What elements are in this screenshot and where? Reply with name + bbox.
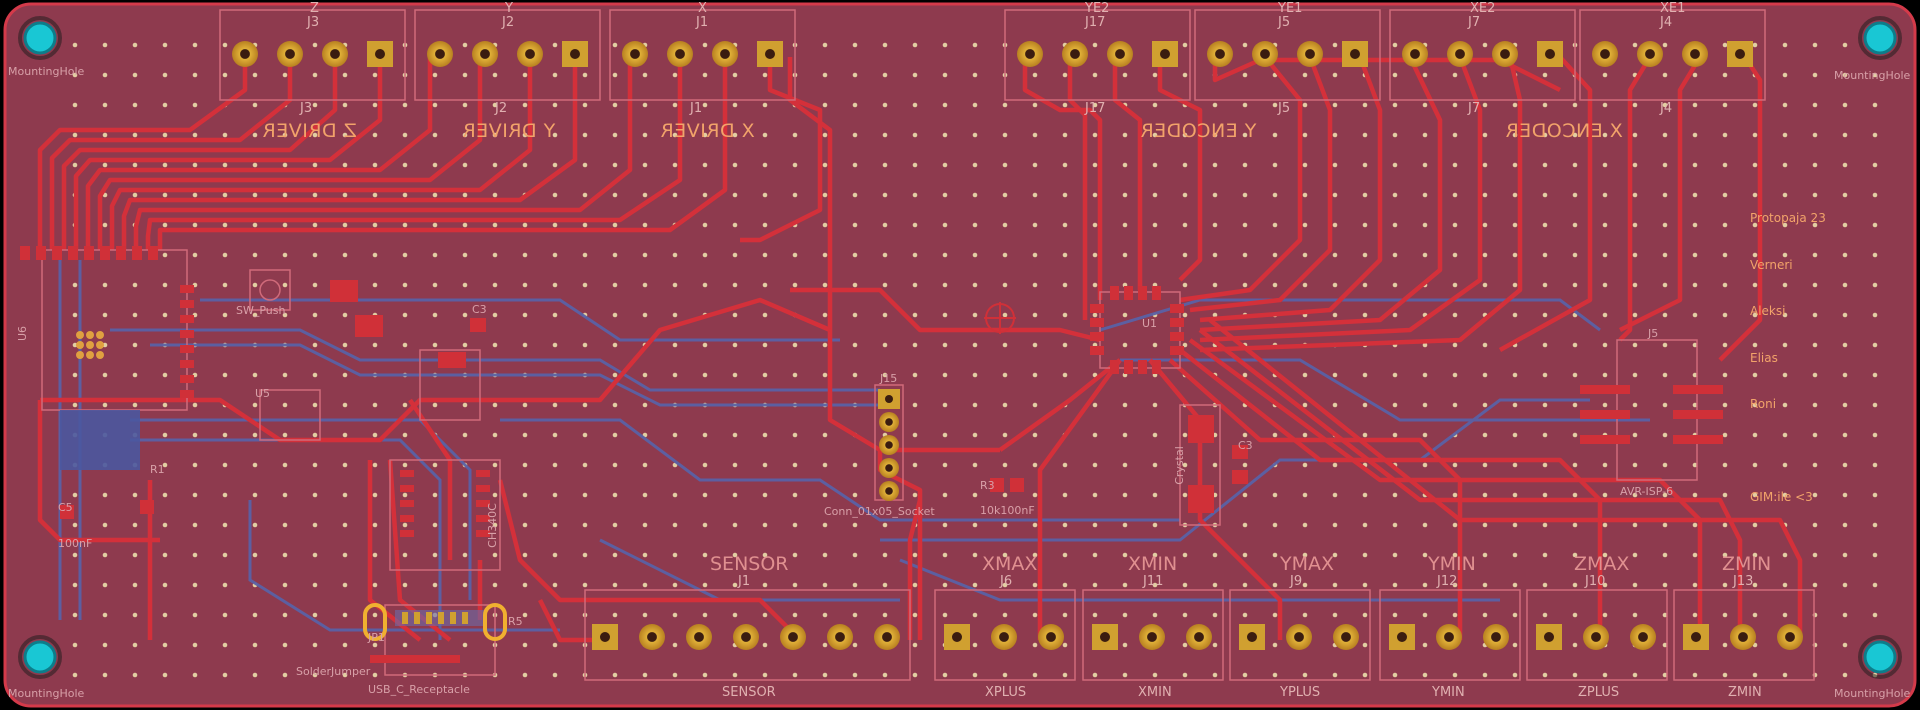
crystal-cap-ref: C3 xyxy=(1238,439,1253,452)
j15-socket xyxy=(874,384,904,501)
c5-value: 100nF xyxy=(58,537,93,550)
j3-net-label: Z xyxy=(310,1,319,16)
ymin-title: YMIN xyxy=(1428,553,1476,575)
ymin-bottom-label: YMIN xyxy=(1432,685,1465,700)
sensor-ref: J1 xyxy=(738,574,751,589)
credits-block: Protopaja 23 Verneri Aleksi Elias Roni G… xyxy=(1750,180,1826,537)
credits-line: Elias xyxy=(1750,350,1778,365)
top-connector-outlines xyxy=(219,9,1766,101)
j1-ref: J1 xyxy=(696,15,709,30)
j3-ref: J3 xyxy=(307,15,320,30)
j17-ref: J17 xyxy=(1085,15,1106,30)
y-driver-label: Y DRIVER xyxy=(462,120,556,142)
mounting-hole-label: MountingHole xyxy=(1834,687,1911,700)
crystal-parts xyxy=(1179,404,1248,526)
j5-ref-bottom: J5 xyxy=(1278,101,1291,116)
c3-ref: C3 xyxy=(472,303,487,316)
zmax-title: ZMAX xyxy=(1574,553,1630,575)
jp1-ref: JP1 xyxy=(368,631,385,644)
j17-net-label: YE2 xyxy=(1085,1,1110,16)
u6-module xyxy=(20,246,194,470)
r3-ref: R3 xyxy=(980,479,995,492)
u1-chip xyxy=(1090,286,1184,374)
c2-desc: 10k100nF xyxy=(980,504,1035,517)
j5-ref: J5 xyxy=(1278,15,1291,30)
mounting-holes xyxy=(23,21,1897,674)
front-copper-traces xyxy=(37,55,1803,643)
mounting-hole-label: MountingHole xyxy=(8,687,85,700)
j13-ref: J13 xyxy=(1733,574,1754,589)
j2-net-label: Y xyxy=(505,1,513,16)
credits-line: Protopaja 23 xyxy=(1750,211,1826,225)
j6-ref: J6 xyxy=(1000,574,1013,589)
zmin-title: ZMIN xyxy=(1722,553,1772,575)
x-driver-label: X DRIVER xyxy=(660,120,755,142)
j5-ref: J5 xyxy=(1648,327,1659,340)
zmin-bottom-label: ZMIN xyxy=(1728,685,1762,700)
z-driver-label: Z DRIVER xyxy=(262,120,357,142)
sensor-title: SENSOR xyxy=(710,553,789,575)
j7-ref: J7 xyxy=(1468,15,1481,30)
j1-net-label: X xyxy=(698,1,707,16)
credits-line: Verneri xyxy=(1750,257,1793,272)
j1-ref-bottom: J1 xyxy=(690,101,703,116)
ch340-area xyxy=(249,269,501,571)
u1-ref: U1 xyxy=(1142,317,1158,330)
ymax-title: YMAX xyxy=(1280,553,1335,575)
j10-ref: J10 xyxy=(1585,574,1606,589)
sw-push-label: SW_Push xyxy=(236,304,286,317)
credits-line xyxy=(1750,444,1826,460)
j4-net-label: XE1 xyxy=(1660,1,1686,16)
mounting-hole-label: MountingHole xyxy=(8,65,85,78)
zplus-label: ZPLUS xyxy=(1578,685,1620,700)
c5-ref: C5 xyxy=(58,501,73,514)
j5-desc: AVR-ISP-6 xyxy=(1620,485,1674,498)
mounting-hole-label: MountingHole xyxy=(1834,69,1911,82)
sensor-bottom-label: SENSOR xyxy=(722,685,776,700)
j2-ref: J2 xyxy=(502,15,515,30)
xplus-label: XPLUS xyxy=(985,685,1027,700)
usb-c-desc: USB_C_Receptacle xyxy=(368,683,470,696)
j15-desc: Conn_01x05_Socket xyxy=(824,505,935,518)
y-encoder-label: Y ENCODER xyxy=(1140,120,1257,142)
bottom-connector-pads xyxy=(592,624,1803,650)
j7-net-label: XE2 xyxy=(1470,1,1496,16)
bottom-connector-outlines xyxy=(584,589,1815,681)
credits-line: GIM:ile <3 xyxy=(1750,490,1813,504)
j2-ref-bottom: J2 xyxy=(495,101,508,116)
j9-ref: J9 xyxy=(1290,574,1303,589)
j4-ref: J4 xyxy=(1660,15,1673,30)
crystal-label: Crystal xyxy=(1172,446,1186,485)
x-encoder-label: X ENCODER xyxy=(1505,120,1623,142)
j7-ref-bottom: J7 xyxy=(1468,101,1481,116)
jp1-desc: SolderJumper xyxy=(296,665,371,678)
j5-net-label: YE1 xyxy=(1278,1,1303,16)
credits-line: Roni xyxy=(1750,397,1777,411)
r3-footprint xyxy=(60,478,1024,519)
u6-ref: U6 xyxy=(16,325,30,342)
usb-c-footprint xyxy=(363,603,507,676)
xmin-bottom-label: XMIN xyxy=(1138,685,1172,700)
xmin-title: XMIN xyxy=(1128,553,1178,575)
credits-line: Aleksi xyxy=(1750,304,1786,318)
u5-ref: U5 xyxy=(255,387,271,400)
j15-ref: J15 xyxy=(880,372,898,385)
r5-ref: R5 xyxy=(508,615,523,628)
j3-ref-bottom: J3 xyxy=(300,101,313,116)
fiducial-icon xyxy=(984,302,1016,334)
j12-ref: J12 xyxy=(1437,574,1458,589)
j17-ref-bottom: J17 xyxy=(1085,101,1106,116)
j11-ref: J11 xyxy=(1143,574,1164,589)
top-connector-pads xyxy=(232,41,1753,67)
j5-avr-isp xyxy=(1580,339,1723,481)
r1-ref: R1 xyxy=(150,463,165,476)
yplus-label: YPLUS xyxy=(1280,685,1321,700)
ch340-label: CH340C xyxy=(485,503,499,548)
j4-ref-bottom: J4 xyxy=(1660,101,1673,116)
xmax-title: XMAX xyxy=(982,553,1038,575)
